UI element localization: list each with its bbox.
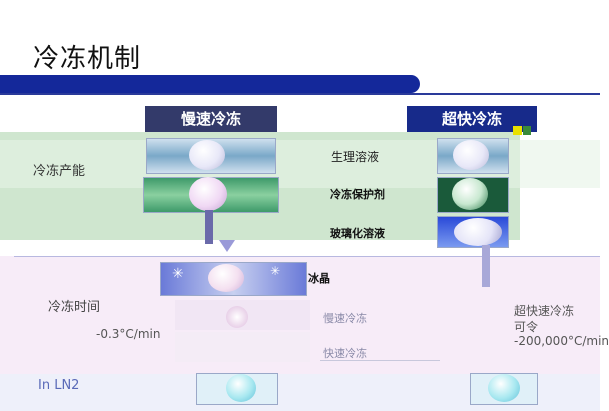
fast-ln2-sphere [488,374,520,402]
slide-title: 冷冻机制 [33,44,142,74]
slow-cooling-label: 慢速冷冻 [323,312,367,325]
fast-cooling-label: 快速冷冻 [323,347,367,360]
ice-crystal-label: 冰晶 [308,272,330,285]
fast-rate-subtitle: 可令 [514,320,539,334]
slow-arrow-head [219,240,235,252]
fast-rate-value: -200,000°C/min [514,334,609,348]
slow-cell-sphere-1 [189,140,225,170]
cooling-separator [320,360,440,361]
ln2-row-label: In LN2 [38,378,80,393]
fast-cell-sphere-3 [454,218,502,246]
protectant-band-highlight [0,140,600,188]
fast-cooling-tile [175,332,310,362]
fast-arrow-shaft [482,245,490,287]
snowflake-icon: ✳ [172,266,184,282]
cryoprotectant-label: 冷冻保护剂 [330,188,385,201]
protectant-row-label: 冷冻产能 [33,164,86,179]
fast-header-marker-2 [523,126,531,135]
slow-arrow-shaft [205,210,213,244]
physiological-solution-label: 生理溶液 [331,150,380,164]
title-underline [0,93,600,95]
slow-rate-label: -0.3°C/min [96,327,161,341]
vitrification-solution-label: 玻璃化溶液 [330,227,385,240]
cooling-time-row-label: 冷冻时间 [48,300,101,315]
slow-ln2-sphere [226,374,256,402]
slow-cell-sphere-2 [189,177,227,211]
title-bar [0,75,420,93]
ice-crystal-sphere [208,264,244,292]
slow-cooling-sphere [226,306,248,328]
fast-header-marker [513,126,522,135]
band-divider [14,256,600,257]
slow-freezing-header: 慢速冷冻 [145,106,277,132]
fast-cell-sphere-1 [453,140,489,170]
snowflake-icon-2: ✳ [270,264,281,278]
fast-cell-sphere-2 [452,178,488,210]
fast-rate-title: 超快速冷冻 [514,304,575,318]
